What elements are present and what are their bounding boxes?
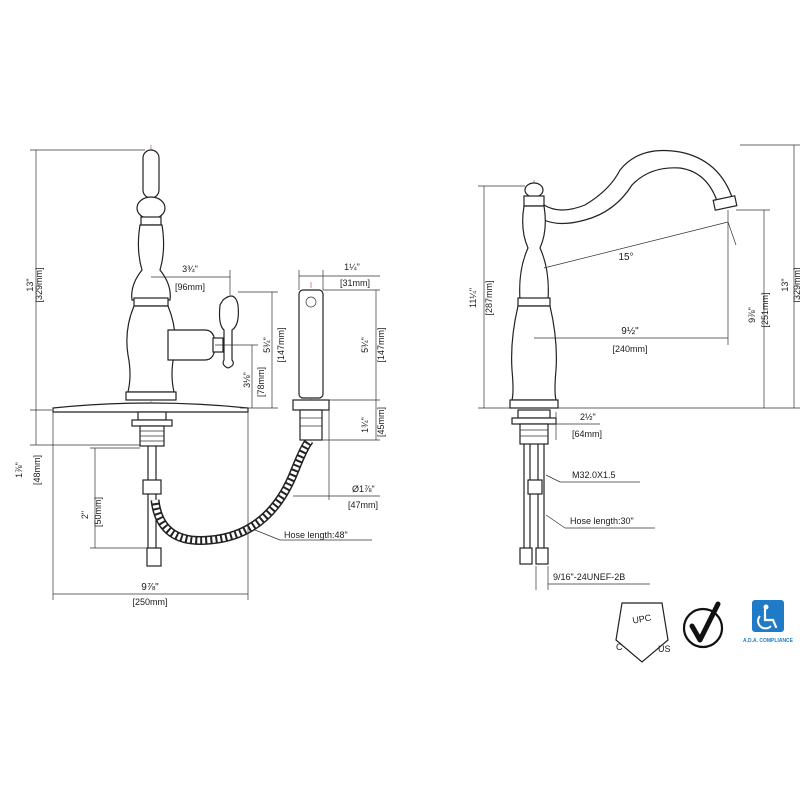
upc-c-text: C (616, 642, 623, 652)
handle-base-in: 3⅛" (242, 372, 252, 388)
check-mark-icon (682, 601, 724, 649)
thread-spec: M32.0X1.5 (572, 470, 616, 480)
handle-base-mm: [78mm] (256, 367, 266, 397)
total-height-in: 13" (25, 278, 35, 291)
side-total-in: 13" (780, 278, 790, 291)
hose-length-spray: Hose length:48" (284, 530, 348, 540)
front-view-faucet (52, 145, 314, 567)
spout-reach-mm: [240mm] (612, 344, 647, 354)
spout-reach-in: 9½" (621, 326, 639, 337)
upc-logo-text: UPC (632, 612, 653, 625)
handle-reach-in: 3¾" (182, 264, 198, 274)
spout-clear-in: 9⅞" (747, 307, 757, 323)
below-deck-mm: [48mm] (32, 455, 42, 485)
shank-mm: [50mm] (93, 497, 103, 527)
plate-width-in: 9⅞" (141, 582, 159, 593)
total-height-mm: [329mm] (34, 267, 44, 302)
side-base-in: 2½" (580, 412, 596, 422)
plate-width-mm: [250mm] (132, 597, 167, 607)
spout-height-in: 11¼" (468, 288, 478, 308)
swivel-angle: 15° (618, 252, 633, 263)
ada-text: A.D.A. COMPLIANCE (743, 638, 794, 644)
handle-height-in: 5¾" (262, 337, 272, 353)
upc-logo: UPC C US (615, 602, 671, 663)
handle-reach-mm: [96mm] (175, 282, 205, 292)
sprayer-width-in: 1¼" (344, 262, 360, 272)
sprayer-base-mm: [45mm] (376, 407, 386, 437)
sprayer-dia-in: Ø1⅞" (352, 484, 375, 494)
ada-compliance-logo: A.D.A. COMPLIANCE (743, 600, 794, 644)
front-dimension-lines (30, 149, 278, 600)
sprayer-dia-mm: [47mm] (348, 500, 378, 510)
side-dimension-text: 11¼" [287mm] 15° 9½" [240mm] 9⅞" [251mm]… (468, 252, 800, 582)
sprayer-width-mm: [31mm] (340, 278, 370, 288)
below-deck-in: 1⅞" (14, 462, 24, 478)
side-total-mm: [329mm] (792, 267, 800, 302)
side-sprayer (254, 270, 380, 541)
sprayer-height-mm: [147mm] (376, 327, 386, 362)
sprayer-base-in: 1¾" (360, 417, 370, 433)
sprayer-dimension-text: 1¼" [31mm] 5¾" [147mm] 1¾" [45mm] Ø1⅞" [… (284, 262, 386, 540)
shank-in: 2" (80, 511, 90, 519)
upc-us-text: US (658, 644, 671, 654)
spout-clear-mm: [251mm] (760, 292, 770, 327)
connector-spec: 9/16"-24UNEF-2B (553, 572, 625, 582)
hose-length-supply: Hose length:30" (570, 516, 634, 526)
spout-height-mm: [287mm] (484, 280, 494, 315)
sprayer-height-in: 5¾" (360, 337, 370, 353)
side-view-faucet (509, 149, 738, 565)
side-dimension-lines (478, 144, 800, 590)
handle-height-mm: [147mm] (276, 327, 286, 362)
side-base-mm: [64mm] (572, 429, 602, 439)
front-dimension-text: 13" [329mm] 1⅞" [48mm] 2" [50mm] 9⅞" [25… (14, 264, 286, 607)
